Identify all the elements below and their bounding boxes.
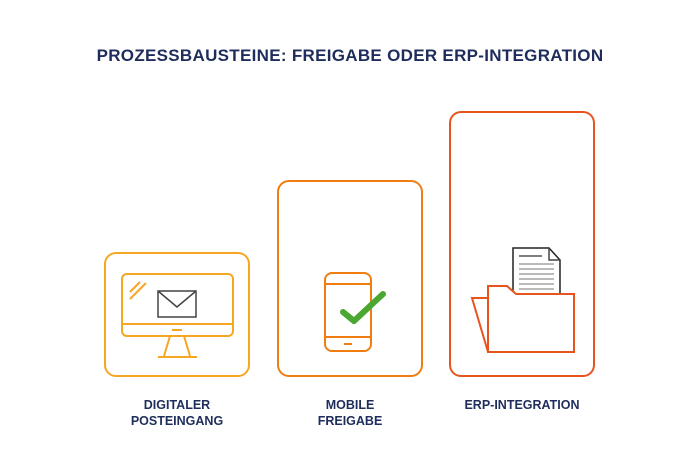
document-icon: [512, 247, 561, 299]
step-label-mobile-approval: MOBILE FREIGABE: [317, 398, 383, 428]
page-title: PROZESSBAUSTEINE: FREIGABE ODER ERP-INTE…: [96, 46, 604, 65]
step-label-erp-integration: ERP-INTEGRATION: [464, 398, 580, 412]
step-label-digital-inbox: DIGITALER POSTEINGANG: [130, 398, 224, 428]
smartphone-check-icon: [324, 272, 386, 352]
folder-document-icon: [470, 247, 575, 353]
checkmark-icon: [340, 291, 386, 324]
envelope-icon: [157, 290, 197, 318]
monitor-envelope-icon: [121, 273, 234, 358]
